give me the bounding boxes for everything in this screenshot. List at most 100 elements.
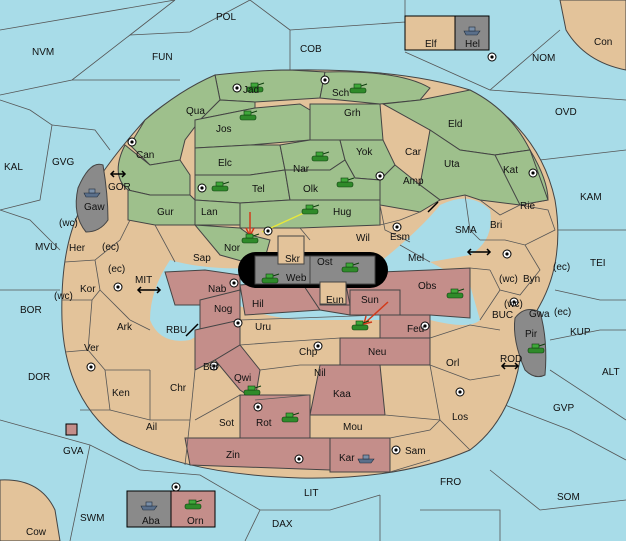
label-los: Los [452, 412, 468, 423]
label-cob: COB [300, 44, 322, 55]
label-wil: Wil [356, 233, 370, 244]
label-nvm: NVM [32, 47, 54, 58]
label-fun: FUN [152, 52, 173, 63]
label-bri: Bri [490, 220, 502, 231]
army-unit-icon[interactable] [261, 273, 280, 284]
label-buc: BUC [492, 310, 513, 321]
label-hel: Hel [465, 39, 480, 50]
label-elf: Elf [425, 39, 437, 50]
label-uta: Uta [444, 159, 460, 170]
label-rbu: RBU [166, 325, 187, 336]
label-tei: TEI [590, 258, 606, 269]
label-alt: ALT [602, 367, 620, 378]
label-rod: ROD [500, 354, 522, 365]
label-neu: Neu [368, 347, 386, 358]
label-qua: Qua [186, 106, 205, 117]
army-unit-icon[interactable] [239, 110, 258, 121]
region-skr[interactable] [277, 235, 305, 265]
coast-her-wc: (wc) [59, 218, 78, 229]
label-ovd: OVD [555, 107, 577, 118]
army-unit-icon[interactable] [336, 177, 355, 188]
label-nar: Nar [293, 164, 310, 175]
army-unit-icon[interactable] [349, 83, 368, 94]
coast-kor-ec: (ec) [108, 264, 125, 275]
label-aba: Aba [142, 516, 160, 527]
army-unit-icon[interactable] [311, 151, 330, 162]
region-labels: POL NVM FUN COB NOM Con Elf Hel OVD KAL … [4, 12, 620, 538]
coast-byn-wc: (wc) [499, 274, 518, 285]
region-jad [214, 69, 326, 103]
label-ark: Ark [117, 322, 133, 333]
region-zin [184, 437, 331, 471]
label-rie: Rie [520, 201, 535, 212]
region-gva-box[interactable] [65, 423, 78, 436]
label-grh: Grh [344, 108, 361, 119]
label-dor: DOR [28, 372, 50, 383]
label-sun: Sun [361, 295, 379, 306]
coast-gwa-ec: (ec) [554, 307, 571, 318]
label-gwa: Gwa [529, 309, 550, 320]
label-elc: Elc [218, 158, 232, 169]
label-kor: Kor [80, 284, 96, 295]
label-sam: Sam [405, 446, 426, 457]
region-pir[interactable] [514, 309, 547, 378]
army-unit-icon[interactable] [184, 499, 203, 510]
label-kup: KUP [570, 327, 591, 338]
label-orn: Orn [187, 516, 204, 527]
army-unit-icon[interactable] [527, 343, 546, 354]
label-nog: Nog [214, 304, 232, 315]
label-hug: Hug [333, 207, 351, 218]
label-kaa: Kaa [333, 389, 351, 400]
label-ver: Ver [84, 343, 100, 354]
label-kat: Kat [503, 165, 518, 176]
fleet-unit-icon[interactable] [83, 188, 101, 198]
label-bor: BOR [20, 305, 42, 316]
coast-her-ec: (ec) [102, 242, 119, 253]
region-tel [194, 169, 291, 204]
label-nom: NOM [532, 53, 555, 64]
region-gaw[interactable] [75, 163, 109, 233]
label-ail: Ail [146, 422, 157, 433]
army-unit-icon[interactable] [281, 412, 300, 423]
army-unit-icon[interactable] [351, 320, 370, 331]
army-unit-icon[interactable] [246, 82, 265, 93]
label-rot: Rot [256, 418, 272, 429]
red-territories [164, 267, 471, 473]
label-can: Can [136, 150, 154, 161]
region-can-top [129, 74, 221, 166]
fleet-unit-icon[interactable] [140, 501, 158, 511]
coast-byn-ec: (ec) [553, 262, 570, 273]
label-sch: Sch [332, 88, 349, 99]
label-orl: Orl [446, 358, 459, 369]
label-lan: Lan [201, 207, 218, 218]
label-skr: Skr [285, 254, 301, 265]
label-zin: Zin [226, 450, 240, 461]
label-lit: LIT [304, 488, 318, 499]
army-unit-icon[interactable] [446, 288, 465, 299]
army-unit-icon[interactable] [241, 233, 260, 244]
coast-kor-wc: (wc) [54, 291, 73, 302]
army-unit-icon[interactable] [211, 181, 230, 192]
army-unit-icon[interactable] [341, 262, 360, 273]
label-fro: FRO [440, 477, 461, 488]
fleet-unit-icon[interactable] [357, 454, 375, 464]
fleet-unit-icon[interactable] [463, 26, 481, 36]
army-unit-icon[interactable] [301, 204, 320, 215]
region-eun-box[interactable] [319, 281, 347, 305]
label-feu: Feu [407, 324, 424, 335]
label-esm: Esm [390, 232, 410, 243]
region-nar [279, 139, 346, 171]
label-mel: Mel [408, 253, 424, 264]
label-gvg: GVG [52, 157, 74, 168]
label-ken: Ken [112, 388, 130, 399]
region-elc [194, 144, 286, 176]
label-gaw: Gaw [84, 202, 105, 213]
label-kam: KAM [580, 192, 602, 203]
label-chr: Chr [170, 383, 187, 394]
label-yok: Yok [356, 147, 373, 158]
label-jad: Jad [243, 85, 259, 96]
label-pir: Pir [525, 329, 538, 340]
label-chp: Chp [299, 347, 318, 358]
region-cow[interactable] [0, 479, 61, 541]
army-unit-icon[interactable] [243, 385, 262, 396]
